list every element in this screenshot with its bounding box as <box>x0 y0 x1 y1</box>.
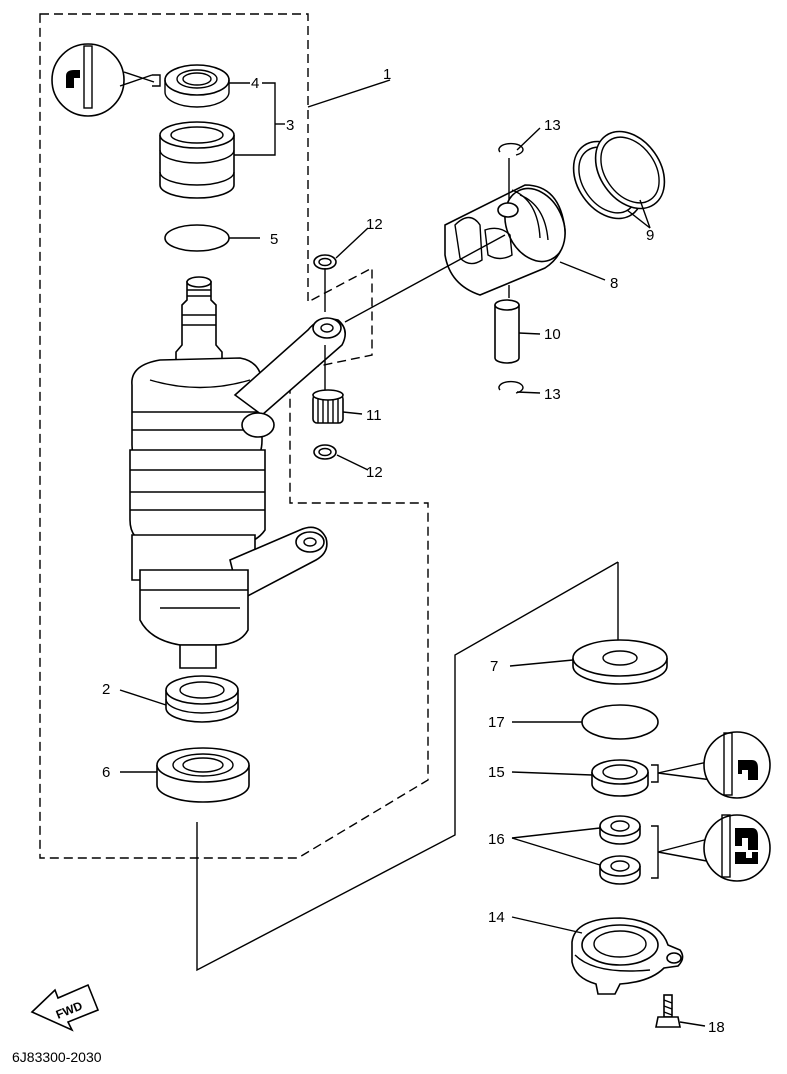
diagram-code: 6J83300-2030 <box>12 1049 102 1065</box>
part-13-circlip-upper <box>498 142 524 156</box>
grease-detail-icon <box>51 43 161 117</box>
part-9-piston-rings <box>572 130 666 220</box>
callout-9: 9 <box>646 227 654 244</box>
callout-4: 4 <box>251 75 259 92</box>
part-16-spacer-lower <box>599 855 641 885</box>
part-5-o-ring <box>164 224 230 252</box>
fwd-arrow-icon: FWD <box>30 983 100 1032</box>
callout-7: 7 <box>490 658 498 675</box>
part-18-bolt <box>655 994 681 1028</box>
part-11-needle-bearing <box>312 389 344 424</box>
part-13-circlip-lower <box>498 380 524 394</box>
callout-5: 5 <box>270 231 278 248</box>
grease-detail-icon-16 <box>651 814 771 882</box>
part-12-washer-lower <box>313 444 337 460</box>
callout-12-upper: 12 <box>366 216 383 233</box>
callout-2: 2 <box>102 681 110 698</box>
callout-10: 10 <box>544 326 561 343</box>
callout-18: 18 <box>708 1019 725 1036</box>
part-17-o-ring <box>581 704 659 740</box>
part-14-bearing-housing <box>571 917 684 995</box>
part-12-washer-upper <box>313 254 337 270</box>
part-2-oil-seal <box>165 675 239 723</box>
crankshaft <box>129 276 346 669</box>
callout-11: 11 <box>366 407 382 424</box>
crankshaft-assembly-outline <box>39 13 429 859</box>
callout-13-lower: 13 <box>544 386 561 403</box>
callout-13-upper: 13 <box>544 117 561 134</box>
callout-12-lower: 12 <box>366 464 383 481</box>
callout-6: 6 <box>102 764 110 781</box>
part-7-thrust-washer <box>572 639 668 685</box>
callout-16: 16 <box>488 831 505 848</box>
part-15-oil-seal <box>591 759 649 797</box>
callout-14: 14 <box>488 909 505 926</box>
part-10-piston-pin <box>494 299 520 364</box>
part-4-oil-seal <box>164 64 230 108</box>
callout-3: 3 <box>286 117 294 134</box>
part-3-bearing <box>159 121 235 199</box>
callout-15: 15 <box>488 764 505 781</box>
part-6-bearing <box>156 747 250 803</box>
part-16-spacer-upper <box>599 815 641 845</box>
part-8-piston <box>444 184 566 296</box>
callout-17: 17 <box>488 714 505 731</box>
callout-1: 1 <box>383 66 391 83</box>
callout-8: 8 <box>610 275 618 292</box>
grease-detail-icon-15 <box>651 731 771 799</box>
